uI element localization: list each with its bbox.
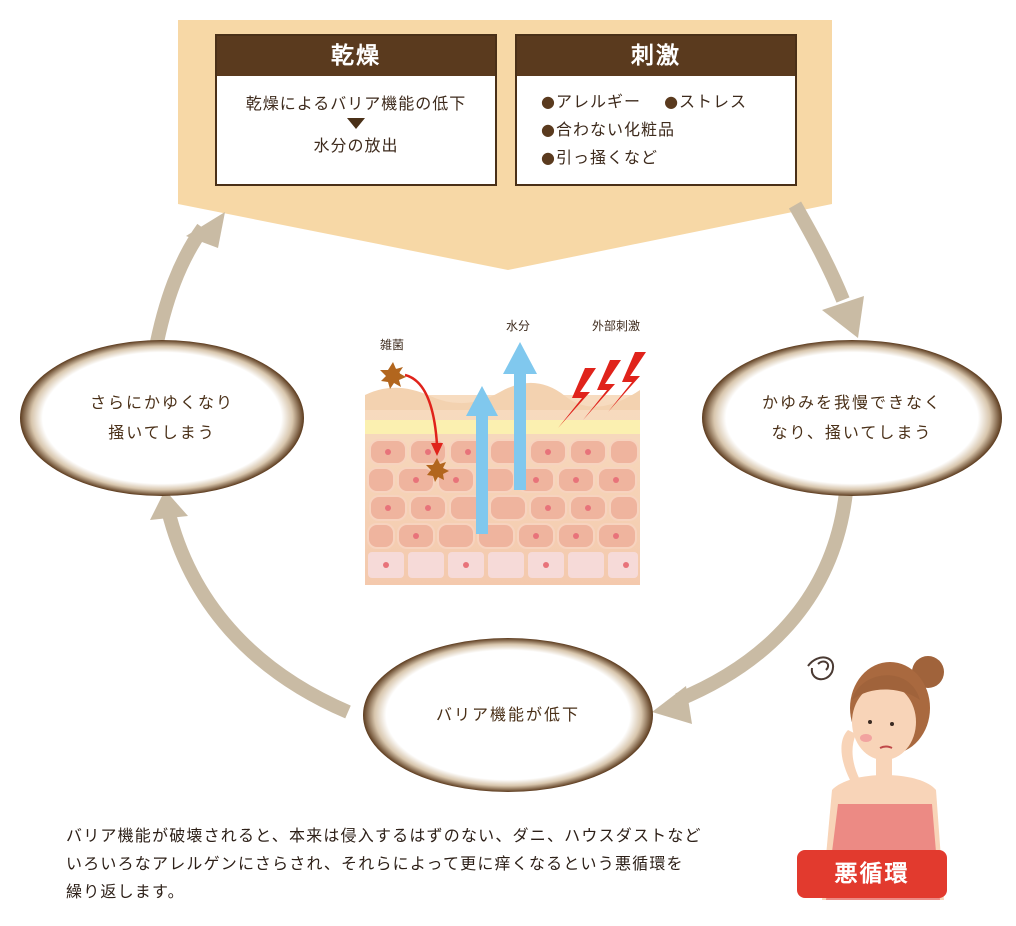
bacteria-icon (380, 362, 449, 482)
dryness-line-1: 乾燥によるバリア機能の低下 (245, 94, 467, 113)
node-right-text: かゆみを我慢できなく なり、掻いてしまう (761, 393, 942, 442)
bullet-icon: ● (541, 148, 556, 167)
bullet-icon: ● (664, 92, 680, 111)
node-right-ellipse (702, 340, 1002, 496)
stimulus-item: ●ストレス (664, 92, 748, 111)
label-water: 水分 (506, 319, 531, 333)
stimulus-box: 刺激 ●アレルギー ●ストレス ●合わない化粧品 ●引っ掻くなど (515, 34, 797, 186)
node-left-ellipse (20, 340, 304, 496)
stimulus-item: ●引っ掻くなど (541, 148, 658, 167)
label-external-stimulus: 外部刺激 (592, 319, 641, 333)
bullet-icon: ● (541, 92, 556, 111)
water-arrow-tall (514, 370, 526, 490)
dryness-line-2: 水分の放出 (313, 136, 399, 155)
arrow-top-right (788, 201, 850, 303)
down-triangle-icon (347, 118, 365, 129)
stimulus-item: ●合わない化粧品 (541, 120, 675, 139)
vicious-cycle-badge: 悪循環 (797, 850, 947, 898)
arrow-right-bottom (675, 491, 853, 707)
node-left-text: さらにかゆくなり 掻いてしまう (89, 393, 234, 442)
bullet-icon: ● (541, 120, 556, 139)
lightning-icon (558, 352, 646, 428)
skin-illustration (365, 342, 646, 585)
arrow-left-top (148, 223, 209, 354)
arrow-bottom-left (161, 508, 351, 719)
stimulus-title: 刺激 (517, 36, 795, 76)
dryness-title: 乾燥 (217, 36, 495, 76)
node-bottom-ellipse (363, 638, 653, 792)
node-bottom-text: バリア機能が低下 (435, 705, 580, 724)
arrowhead-top-right (822, 296, 864, 338)
arrowhead-bottom-left (150, 490, 188, 520)
dryness-box: 乾燥 乾燥によるバリア機能の低下 水分の放出 (215, 34, 497, 186)
stimulus-item: ●アレルギー (541, 92, 641, 111)
water-arrow-short (476, 412, 488, 534)
bacteria-invasion-arrow (404, 373, 439, 446)
caption-text: バリア機能が破壊されると、本来は侵入するはずのない、ダニ、ハウスダストなど いろ… (66, 826, 702, 901)
arrowhead-left-top (186, 212, 225, 248)
label-bacteria: 雑菌 (380, 338, 405, 352)
arrowhead-right-bottom (652, 686, 692, 724)
